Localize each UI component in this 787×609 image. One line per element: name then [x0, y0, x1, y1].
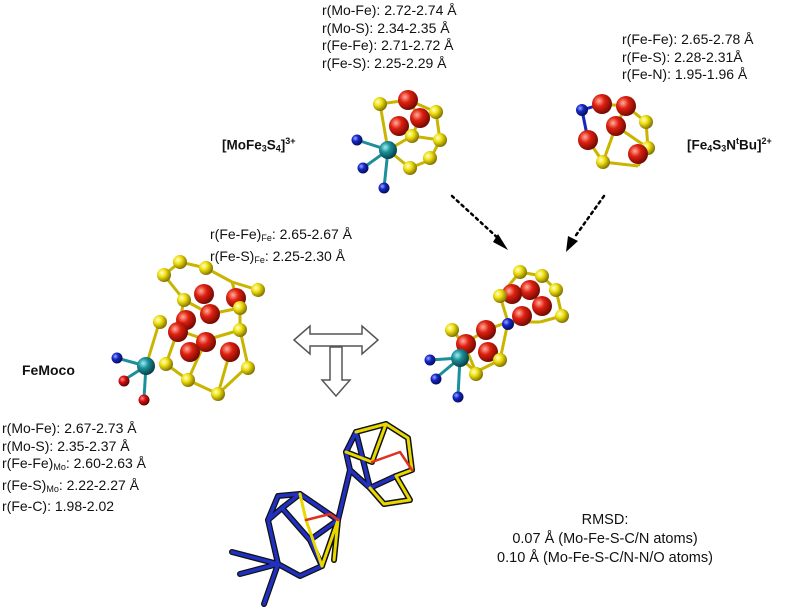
fe4-r-fe-s: r(Fe-S): 2.28-2.31Å: [622, 48, 743, 65]
rmsd-line-2: 0.10 Å (Mo-Fe-S-C/N-N/O atoms): [497, 550, 713, 566]
femoco-mo-distances: r(Mo-Fe): 2.67-2.73 Å r(Mo-S): 2.35-2.37…: [2, 420, 146, 516]
iron-atom: [606, 116, 626, 136]
iron-atom: [389, 116, 409, 136]
sulfur-atom: [153, 315, 167, 329]
sulfur-atom: [469, 367, 483, 381]
femoco-r-mo-s: r(Mo-S): 2.35-2.37 Å: [2, 437, 130, 454]
iron-atom: [456, 334, 476, 354]
iron-atom: [220, 342, 240, 362]
sulfur-atom: [535, 269, 549, 283]
nitrogen-atom: [576, 104, 588, 116]
dotted-arrow-left: [450, 194, 508, 250]
sulfur-atom: [199, 261, 213, 275]
oxygen-atom: [138, 394, 150, 406]
fe4-cluster-title: [Fe4S3NtBu]2+: [687, 136, 772, 154]
molybdenum-atom: [451, 349, 469, 367]
overlay-wireframe-model: [229, 421, 415, 607]
mofe3s4-cluster-model: [351, 90, 447, 194]
iron-atom: [532, 296, 552, 316]
femoco-r-mo-fe: r(Mo-Fe): 2.67-2.73 Å: [2, 420, 137, 436]
iron-atom: [194, 284, 214, 304]
mofe-r-mo-fe: r(Mo-Fe): 2.72-2.74 Å: [322, 2, 457, 18]
sulfur-atom: [181, 373, 195, 387]
sulfur-atom: [173, 255, 187, 269]
rmsd-title: RMSD:: [581, 512, 629, 528]
rmsd-block: RMSD: 0.07 Å (Mo-Fe-S-C/N atoms) 0.10 Å …: [455, 511, 755, 568]
sulfur-atom: [373, 97, 387, 111]
sulfur-atom: [596, 155, 610, 169]
sulfur-atom: [405, 129, 419, 143]
iron-atom: [478, 342, 498, 362]
iron-atom: [592, 94, 612, 114]
sulfur-atom: [241, 361, 255, 375]
iron-atom: [398, 90, 418, 110]
iron-atom: [578, 130, 598, 150]
sulfur-atom: [403, 161, 417, 175]
iron-atom: [196, 332, 216, 352]
femoco-r-fe-fe-fe: r(Fe-Fe)Fe: 2.65-2.67 Å: [210, 226, 353, 243]
sulfur-atom: [429, 105, 443, 119]
mofe-cluster-title: [MoFe3S4]3+: [222, 136, 296, 154]
sulfur-atom: [233, 301, 247, 315]
femoco-r-fe-s-mo: r(Fe-S)Mo: 2.22-2.27 Å: [2, 476, 140, 494]
iron-atom: [476, 320, 496, 340]
sulfur-atom: [233, 323, 247, 337]
nitrogen-atom: [357, 162, 369, 174]
sulfur-atom: [211, 387, 225, 401]
iron-atom: [616, 96, 636, 116]
iron-atom: [180, 342, 200, 362]
iron-atom: [520, 280, 540, 300]
fe4-r-fe-n: r(Fe-N): 1.95-1.96 Å: [622, 66, 748, 82]
sulfur-atom: [513, 265, 527, 279]
sulfur-atom: [159, 357, 173, 371]
iron-atom: [628, 144, 648, 164]
femoco-model: [111, 255, 265, 406]
sulfur-atom: [445, 323, 459, 337]
nitrogen-atom: [502, 318, 514, 330]
iron-atom: [168, 322, 188, 342]
mofe-r-mo-s: r(Mo-S): 2.34-2.35 Å: [322, 19, 450, 36]
sulfur-atom: [177, 293, 191, 307]
sulfur-atom: [549, 283, 563, 297]
nitrogen-atom: [111, 352, 123, 364]
sulfur-atom: [251, 283, 265, 297]
nitrogen-atom: [378, 182, 390, 194]
sulfur-atom: [493, 353, 507, 367]
sulfur-atom: [493, 289, 507, 303]
mofe-r-fe-fe: r(Fe-Fe): 2.71-2.72 Å: [322, 37, 454, 53]
iron-atom: [410, 108, 430, 128]
femoco-r-fe-s-fe: r(Fe-S)Fe: 2.25-2.30 Å: [210, 247, 346, 265]
fe4-r-fe-fe: r(Fe-Fe): 2.65-2.78 Å: [622, 31, 754, 47]
sulfur-atom: [157, 268, 171, 282]
fe4-distances: r(Fe-Fe): 2.65-2.78 Å r(Fe-S): 2.28-2.31…: [622, 31, 754, 84]
femoco-r-fe-fe-mo: r(Fe-Fe)Mo: 2.60-2.63 Å: [2, 455, 147, 472]
rmsd-line-1: 0.07 Å (Mo-Fe-S-C/N atoms): [512, 531, 698, 547]
iron-atom: [512, 306, 532, 326]
iron-atom: [200, 304, 220, 324]
sulfur-atom: [433, 133, 447, 147]
sulfur-atom: [423, 151, 437, 165]
mofe-r-fe-s: r(Fe-S): 2.25-2.29 Å: [322, 54, 447, 71]
nitrogen-atom: [430, 373, 442, 385]
molybdenum-atom: [379, 141, 397, 159]
combined-model: [424, 265, 569, 403]
femoco-title: FeMoco: [22, 362, 75, 378]
fe4s3n-cluster-model: [576, 94, 655, 169]
oxygen-atom: [118, 375, 130, 387]
hollow-double-arrow: [292, 324, 380, 356]
sulfur-atom: [639, 115, 653, 129]
dotted-arrow-right: [566, 194, 606, 252]
hollow-down-arrow: [320, 346, 352, 398]
sulfur-atom: [555, 309, 569, 323]
nitrogen-atom: [452, 391, 464, 403]
femoco-fe-distances: r(Fe-Fe)Fe: 2.65-2.67 Å r(Fe-S)Fe: 2.25-…: [210, 226, 352, 269]
nitrogen-atom: [351, 134, 363, 146]
iron-atom: [502, 284, 522, 304]
mofe-distances: r(Mo-Fe): 2.72-2.74 Å r(Mo-S): 2.34-2.35…: [322, 2, 457, 72]
molybdenum-atom: [137, 357, 155, 375]
nitrogen-atom: [424, 354, 436, 366]
femoco-r-fe-c: r(Fe-C): 1.98-2.02: [2, 498, 115, 514]
